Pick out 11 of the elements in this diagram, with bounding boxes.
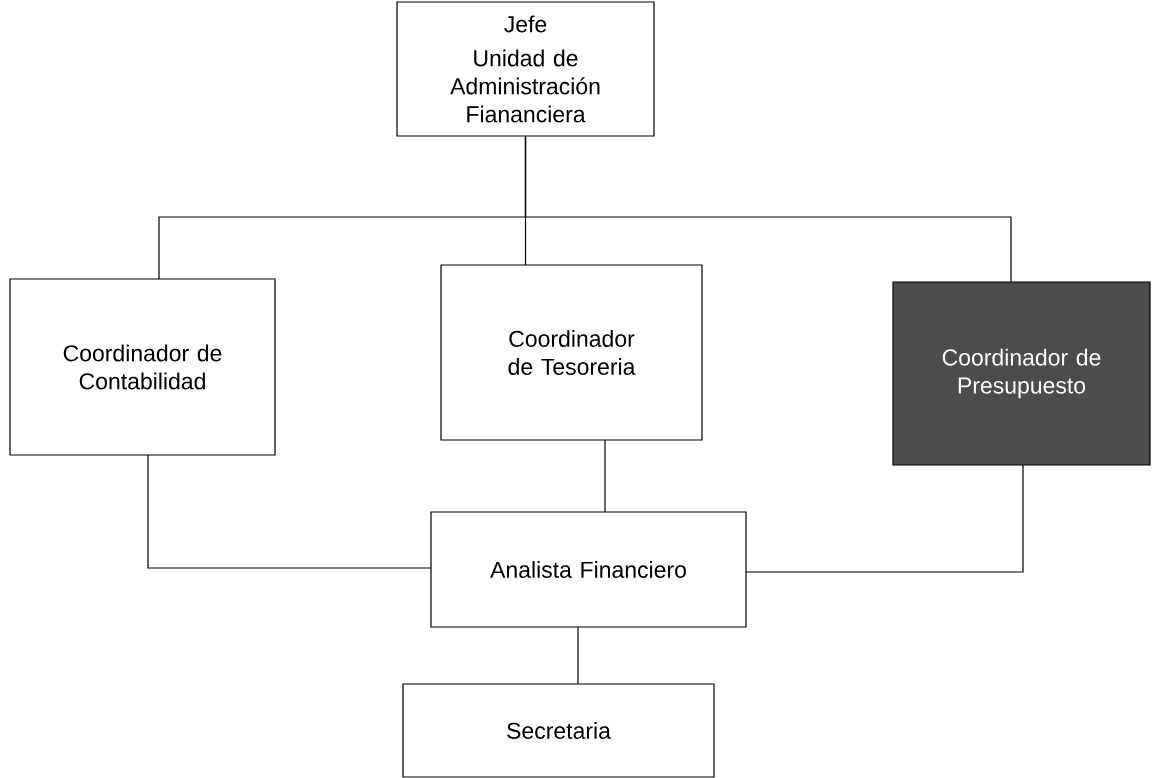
role-box: Coordinador de Contabilidad: [9, 278, 276, 456]
connector-line: [524, 135, 1012, 283]
connector-line: [745, 464, 1024, 573]
role-box: Analista Financiero: [430, 511, 747, 628]
role-box: Jefe Unidad de Administración Fiananciera: [396, 1, 655, 137]
connector-line: [604, 439, 606, 513]
connector-line: [577, 626, 579, 685]
role-box: Secretaria: [402, 683, 715, 778]
role-box: Coordinador de Tesoreria: [440, 264, 703, 441]
connector-line: [147, 454, 432, 569]
role-box: Coordinador de Presupuesto: [892, 281, 1151, 466]
